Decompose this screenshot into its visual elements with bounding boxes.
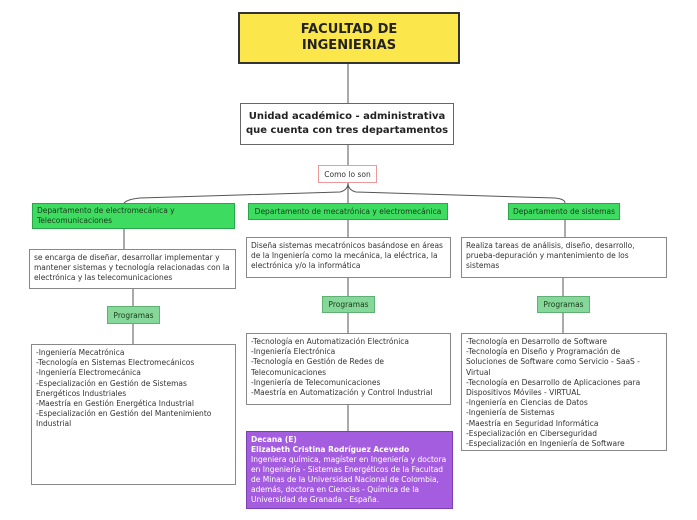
list-item: -Especialización en Ciberseguridad (466, 428, 598, 438)
decana-bio: Ingeniera química, magíster en Ingenierí… (251, 455, 447, 504)
unit-description: Unidad académico - administrativa que cu… (240, 103, 454, 145)
list-item: -Maestría en Seguridad Informática (466, 418, 599, 428)
list-item: -Ingeniería Mecatrónica (36, 348, 125, 357)
dept-description: se encarga de diseñar, desarrollar imple… (29, 249, 236, 289)
list-item: -Tecnología en Automatización Electrónic… (251, 337, 410, 346)
list-item: -Tecnología en Desarrollo de Aplicacione… (466, 377, 641, 398)
list-item: -Maestría en Gestión Energética Industri… (36, 399, 194, 409)
list-item: -Tecnología en Gestión de Redes de Telec… (251, 357, 385, 377)
decana-role: Decana (E) (251, 435, 297, 444)
dept-name: Departamento de mecatrónica y electromec… (254, 206, 442, 216)
dept-name: Departamento de electromecánica y Teleco… (37, 206, 175, 225)
dept-description: Diseña sistemas mecatrónicos basándose e… (246, 237, 451, 278)
list-item: -Especialización en Gestión del Mantenim… (36, 409, 212, 429)
list-item: -Tecnología en Desarrollo de Software (466, 337, 607, 346)
list-item: -Ingeniería de Telecomunicaciones (251, 377, 381, 387)
dept-sistemas[interactable]: Departamento de sistemas (508, 203, 620, 220)
programs-list: -Tecnología en Automatización Electrónic… (246, 333, 451, 405)
dept-name: Departamento de sistemas (513, 206, 615, 216)
programs-badge[interactable]: Programas (322, 296, 375, 313)
list-item: -Tecnología en Sistemas Electromecánicos (36, 358, 195, 368)
dept-mecatronica-electromecanica[interactable]: Departamento de mecatrónica y electromec… (248, 203, 448, 220)
programs-list: -Tecnología en Desarrollo de Software -T… (461, 333, 667, 451)
faculty-title: FACULTAD DE INGENIERIAS (238, 12, 460, 64)
dept-electromecanica-telecom[interactable]: Departamento de electromecánica y Teleco… (32, 203, 235, 229)
list-item: -Maestría en Automatización y Control In… (251, 388, 433, 398)
list-item: -Tecnología en Diseño y Programación de … (466, 347, 640, 377)
list-item: -Especialización en Ingeniería de Softwa… (466, 439, 625, 449)
programs-list: -Ingeniería Mecatrónica -Tecnología en S… (31, 344, 236, 485)
decana-card[interactable]: Decana (E) Elizabeth Cristina Rodríguez … (246, 431, 453, 509)
list-item: -Ingeniería de Sistemas (466, 408, 555, 418)
list-item: -Ingeniería en Ciencias de Datos (466, 398, 588, 408)
list-item: -Especialización en Gestión de Sistemas … (36, 378, 187, 398)
connector-label: Como lo son (318, 165, 377, 183)
programs-badge[interactable]: Programas (107, 306, 160, 324)
dept-description: Realiza tareas de análisis, diseño, desa… (461, 237, 667, 278)
decana-name: Elizabeth Cristina Rodríguez Acevedo (251, 445, 410, 454)
programs-badge[interactable]: Programas (537, 296, 590, 313)
list-item: -Ingeniería Electromecánica (36, 368, 141, 378)
list-item: -Ingeniería Electrónica (251, 347, 336, 357)
